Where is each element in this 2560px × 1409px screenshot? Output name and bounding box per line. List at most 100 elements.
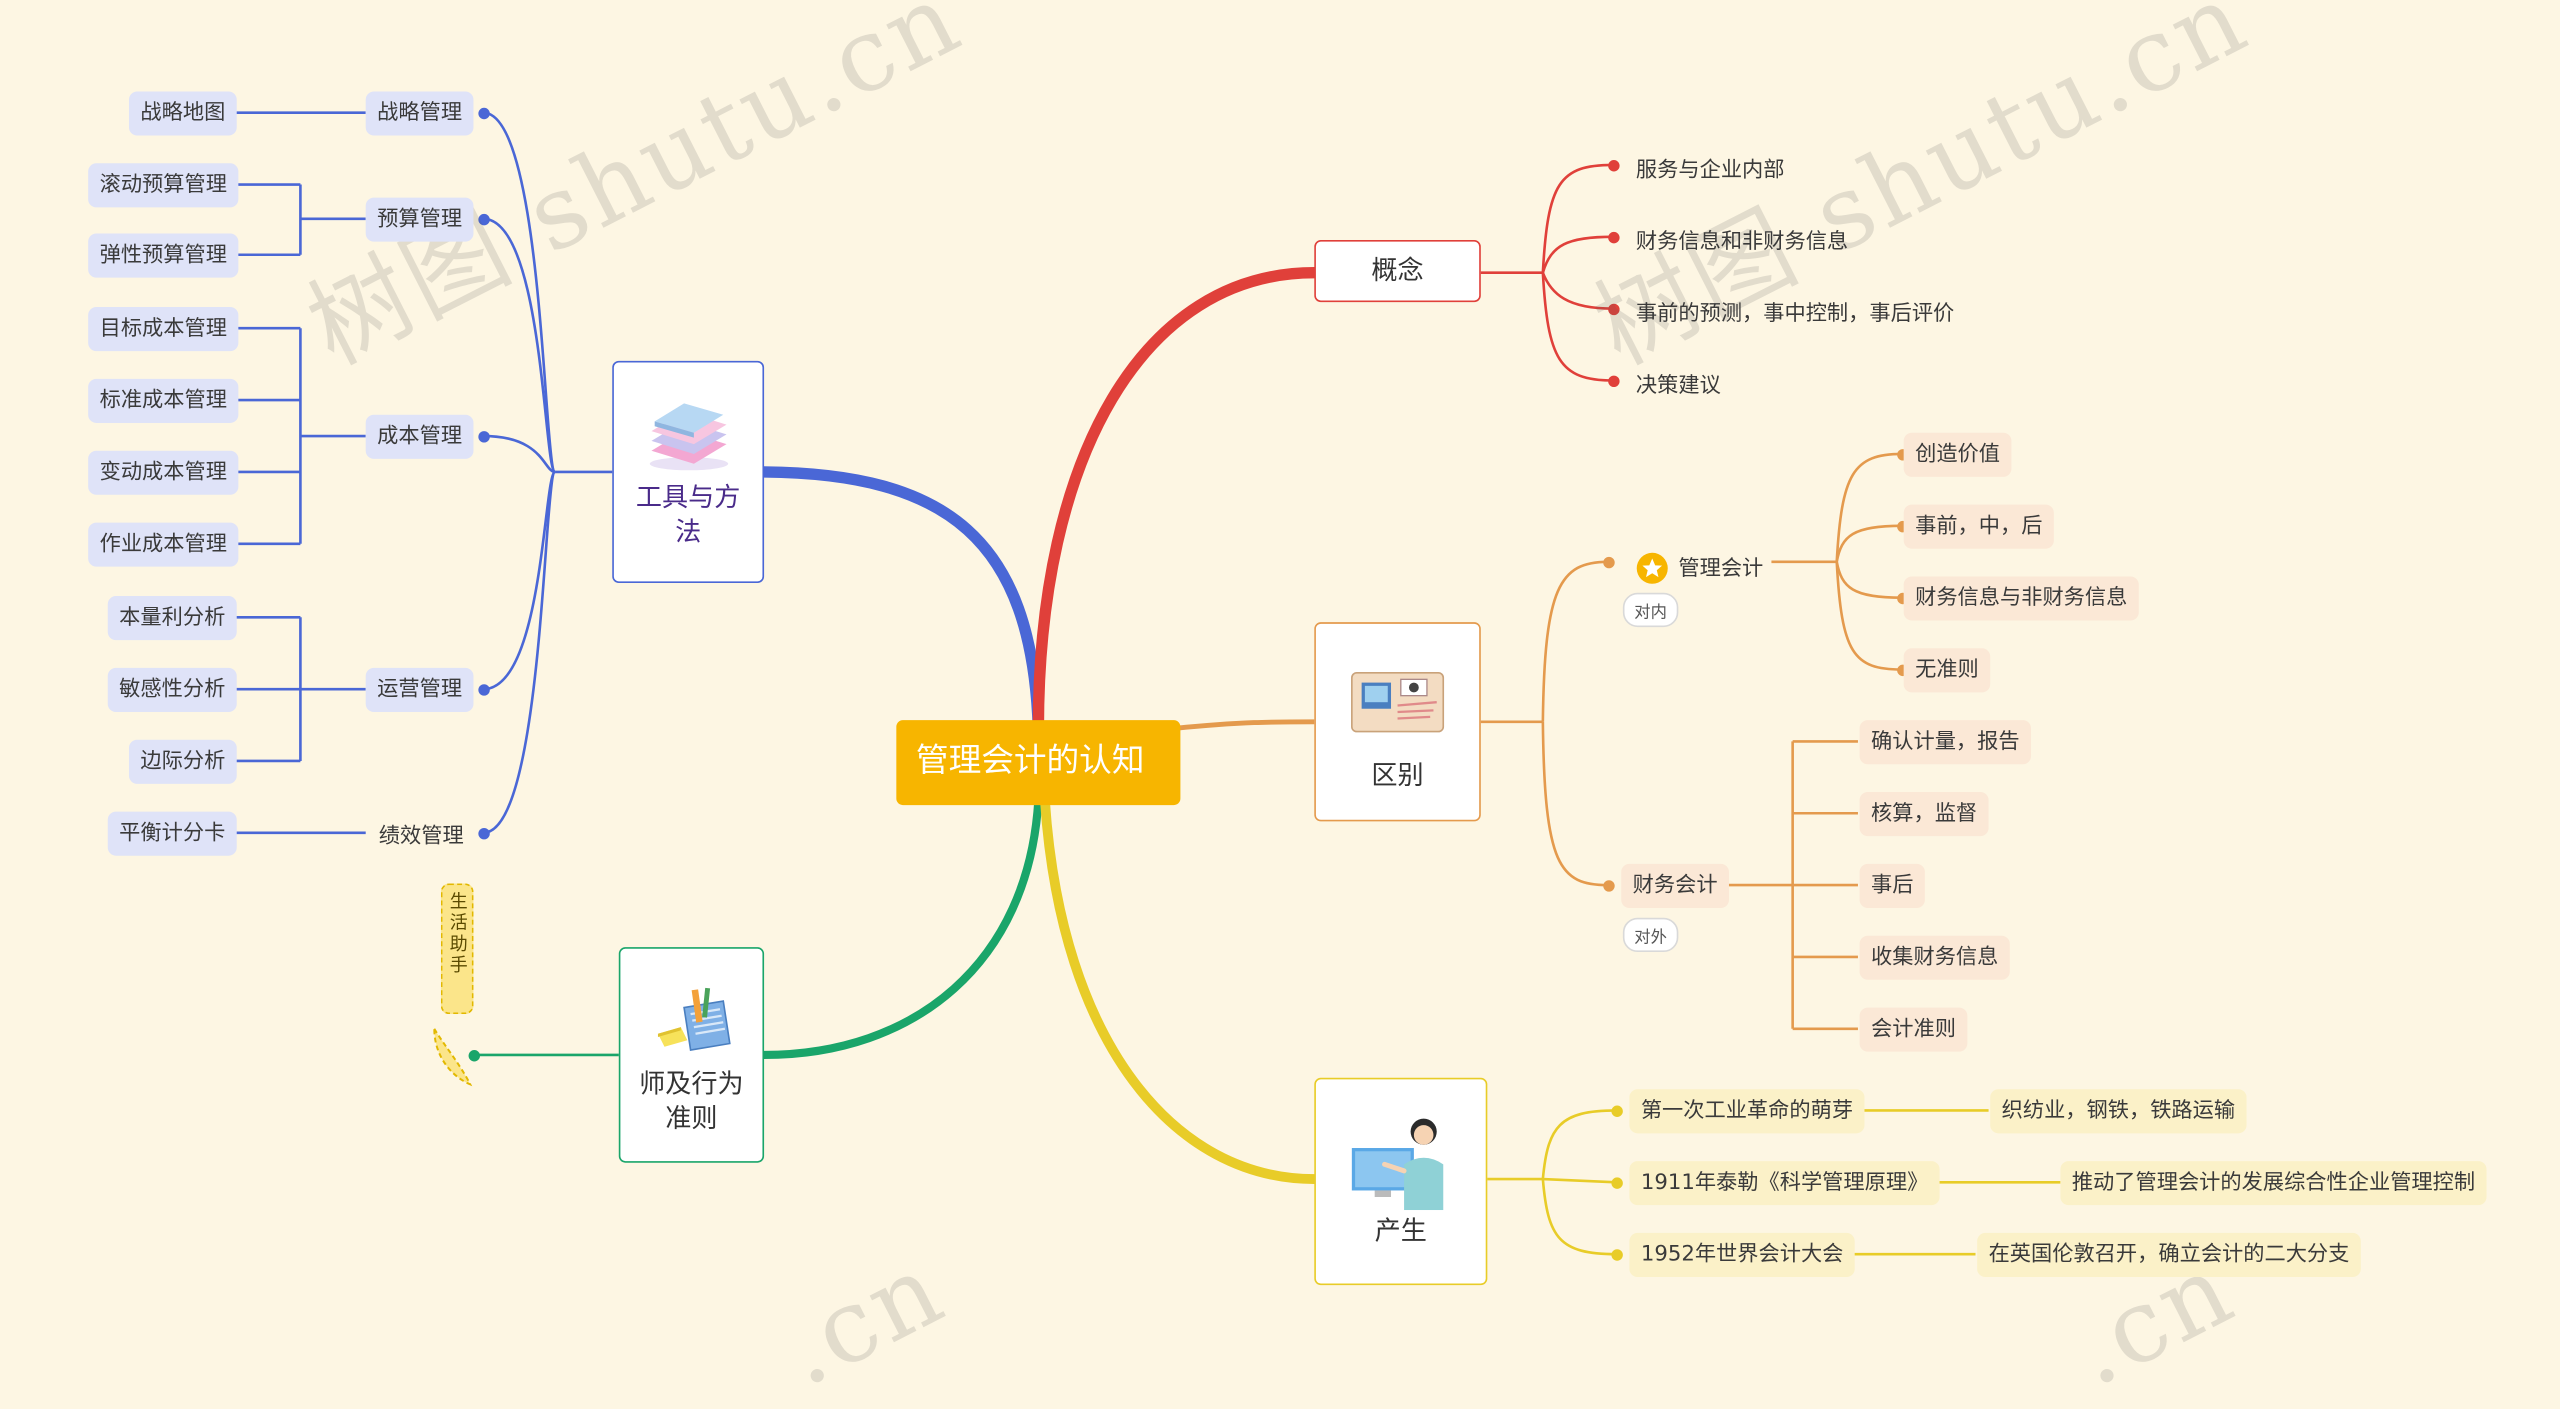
concept-item[interactable]: 财务信息和非财务信息 — [1633, 225, 1852, 259]
item-label: 收集财务信息 — [1871, 945, 1999, 971]
node-label: 管理会计 — [1678, 556, 1764, 581]
notebook-pencil-icon — [657, 987, 730, 1051]
connector-dot — [1608, 160, 1620, 172]
concept-item[interactable]: 决策建议 — [1633, 369, 1724, 403]
root-topic[interactable]: 管理会计的认知 — [896, 720, 1181, 806]
tools-leaf[interactable]: 作业成本管理 — [88, 522, 239, 567]
group-label: 战略管理 — [377, 101, 463, 126]
financial-item[interactable]: 确认计量，报告 — [1859, 720, 2032, 765]
leaf-label: 目标成本管理 — [99, 316, 227, 342]
concept-item[interactable]: 服务与企业内部 — [1633, 154, 1788, 188]
financial-item[interactable]: 会计准则 — [1859, 1007, 1968, 1052]
tools-card[interactable]: 工具与方法 — [612, 360, 765, 583]
branch-line-tools — [758, 466, 1045, 735]
tools-leaf[interactable]: 目标成本管理 — [88, 307, 239, 352]
management-item[interactable]: 无准则 — [1903, 648, 1991, 693]
origin-item[interactable]: 1911年泰勒《科学管理原理》 — [1629, 1161, 1940, 1206]
concept-card[interactable]: 概念 — [1314, 240, 1481, 303]
tools-group-operations[interactable]: 运营管理 — [365, 667, 474, 712]
branch-line-origin — [1039, 795, 1320, 1184]
origin-card-label: 产生 — [1374, 1214, 1427, 1246]
origin-detail[interactable]: 在英国伦敦召开，确立会计的二大分支 — [1977, 1232, 2361, 1278]
connector-dot — [478, 107, 490, 120]
origin-detail[interactable]: 推动了管理会计的发展综合性企业管理控制 — [2060, 1161, 2487, 1206]
connector-dot — [1608, 375, 1620, 388]
tools-group-strategy[interactable]: 战略管理 — [365, 91, 474, 136]
teacher-card[interactable]: 师及行为准则 — [618, 947, 765, 1163]
origin-item[interactable]: 第一次工业革命的萌芽 — [1629, 1089, 1865, 1134]
connector-dot — [1611, 1177, 1623, 1189]
origin-card[interactable]: 产生 — [1314, 1077, 1488, 1286]
item-label: 创造价值 — [1915, 442, 2001, 468]
financial-item[interactable]: 收集财务信息 — [1859, 935, 2010, 980]
tools-leaf[interactable]: 敏感性分析 — [107, 667, 237, 712]
connector-lines — [231, 111, 2061, 1256]
star-icon — [1636, 552, 1668, 584]
item-label: 会计准则 — [1871, 1017, 1956, 1042]
concept-card-label: 概念 — [1371, 254, 1424, 286]
connector-dot — [478, 827, 490, 840]
item-label: 核算，监督 — [1871, 801, 1978, 827]
internal-badge: 对内 — [1622, 592, 1679, 628]
leaf-label: 本量利分析 — [119, 605, 226, 631]
management-accounting-node[interactable]: 管理会计 — [1633, 545, 1767, 591]
tools-card-label: 工具与方法 — [635, 481, 741, 548]
tools-leaf[interactable]: 战略地图 — [128, 91, 237, 136]
tools-group-cost[interactable]: 成本管理 — [365, 414, 474, 459]
origin-detail[interactable]: 织纺业，钢铁，铁路运输 — [1990, 1089, 2247, 1134]
item-label: 无准则 — [1915, 658, 1979, 683]
tools-leaf[interactable]: 边际分析 — [128, 739, 237, 784]
financial-item[interactable]: 核算，监督 — [1859, 792, 1989, 837]
group-label: 绩效管理 — [378, 824, 464, 850]
difference-card[interactable]: 区别 — [1314, 622, 1481, 822]
connector-dot — [1611, 1249, 1623, 1261]
connector-dot — [1897, 449, 1909, 461]
group-label: 成本管理 — [377, 424, 463, 450]
management-item[interactable]: 事前，中，后 — [1903, 504, 2054, 549]
branch-line-teacher — [759, 796, 1043, 1060]
books-icon — [648, 403, 728, 471]
life-helper-tag[interactable]: 生活助手 — [440, 883, 474, 1015]
connector-dot — [1603, 880, 1615, 892]
leaf-label: 滚动预算管理 — [99, 173, 227, 198]
tools-leaf[interactable]: 本量利分析 — [107, 596, 237, 641]
leaf-shape-icon — [433, 1025, 473, 1087]
financial-item[interactable]: 事后 — [1859, 863, 1925, 908]
item-label: 事后 — [1871, 873, 1914, 899]
leaf-label: 作业成本管理 — [99, 532, 227, 557]
connector-dot — [468, 1050, 480, 1062]
financial-accounting-node[interactable]: 财务会计 — [1621, 863, 1730, 908]
connector-dot — [1608, 231, 1620, 244]
branch-line-concept — [1032, 266, 1320, 735]
item-label: 财务信息与非财务信息 — [1915, 586, 2128, 611]
tools-leaf[interactable]: 滚动预算管理 — [88, 163, 239, 208]
mind-map-canvas: 树图 shutu.cn 树图 shutu.cn .cn .cn 管理会计的认知 … — [88, 0, 2487, 1409]
leaf-label: 平衡计分卡 — [119, 821, 226, 846]
tag-label: 生活助手 — [447, 891, 469, 977]
tools-leaf[interactable]: 弹性预算管理 — [88, 233, 239, 278]
tools-leaf[interactable]: 标准成本管理 — [88, 378, 239, 423]
connector-dot — [1897, 592, 1909, 605]
connector-dot — [478, 684, 490, 696]
group-label: 运营管理 — [377, 677, 463, 703]
item-label: 事前，中，后 — [1915, 514, 2043, 539]
tools-leaf[interactable]: 变动成本管理 — [88, 450, 239, 495]
tools-group-performance[interactable]: 绩效管理 — [376, 820, 467, 854]
leaf-label: 弹性预算管理 — [99, 243, 227, 268]
connector-dot — [478, 213, 490, 226]
item-label: 财务信息和非财务信息 — [1635, 230, 1849, 255]
tools-group-budget[interactable]: 预算管理 — [365, 197, 474, 242]
connector-dot — [478, 431, 490, 443]
item-label: 确认计量，报告 — [1871, 729, 2020, 755]
teacher-screen-icon — [1351, 1118, 1444, 1211]
leaf-label: 边际分析 — [140, 749, 226, 775]
tools-leaf[interactable]: 平衡计分卡 — [107, 811, 237, 856]
connector-dot — [1897, 664, 1909, 677]
origin-item[interactable]: 1952年世界会计大会 — [1629, 1232, 1855, 1278]
item-label: 服务与企业内部 — [1635, 158, 1785, 183]
management-item[interactable]: 财务信息与非财务信息 — [1903, 576, 2139, 621]
management-item[interactable]: 创造价值 — [1903, 432, 2012, 477]
desk-photo-icon — [1351, 671, 1445, 733]
concept-item[interactable]: 事前的预测，事中控制，事后评价 — [1633, 297, 1958, 331]
teacher-card-label: 师及行为准则 — [639, 1067, 744, 1134]
